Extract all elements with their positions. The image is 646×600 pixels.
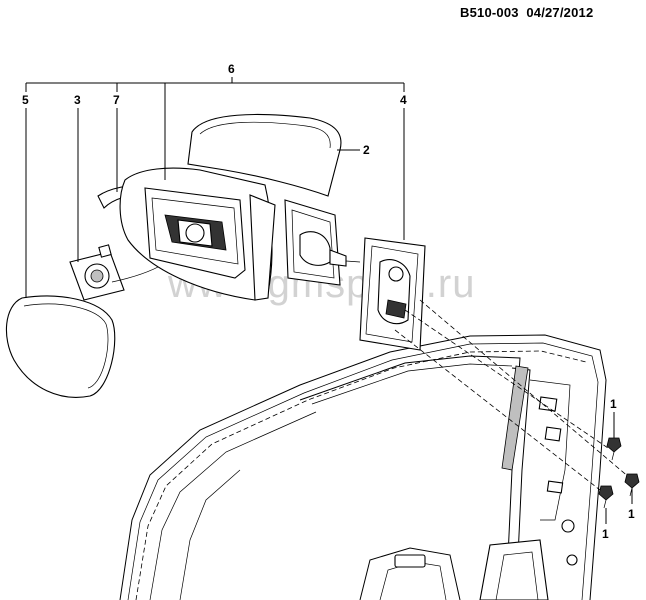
diagram-code: B510-003 xyxy=(460,5,519,20)
mirror-base xyxy=(359,237,426,351)
leader-lines xyxy=(25,77,633,524)
callout-3: 3 xyxy=(74,93,81,107)
door-frame xyxy=(119,334,607,600)
mirror-glass xyxy=(5,295,116,398)
callout-1: 1 xyxy=(628,507,635,521)
diagram-header: B510-003 04/27/2012 xyxy=(460,5,593,20)
callout-7: 7 xyxy=(113,93,120,107)
callout-2: 2 xyxy=(363,143,370,157)
callout-4: 4 xyxy=(400,93,407,107)
motor-assembly xyxy=(284,199,361,286)
callout-1: 1 xyxy=(602,527,609,541)
mirror-housing xyxy=(119,167,276,301)
callout-5: 5 xyxy=(22,93,29,107)
callout-6: 6 xyxy=(228,62,235,76)
mount-bolts xyxy=(394,299,640,509)
bolt-icon xyxy=(606,437,622,461)
glass-holder xyxy=(69,244,173,301)
callout-1: 1 xyxy=(610,397,617,411)
bolt-icon xyxy=(598,485,614,509)
diagram-date: 04/27/2012 xyxy=(526,5,594,20)
mirror-cap xyxy=(187,113,342,197)
